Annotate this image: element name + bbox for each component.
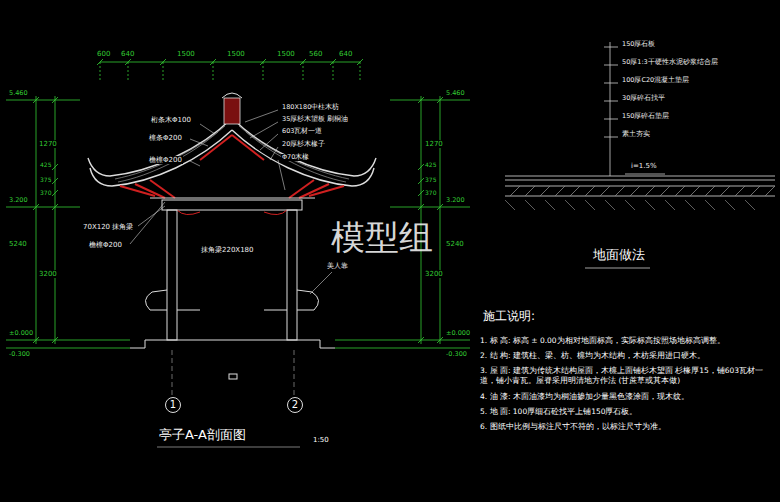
callout: 35厚杉木望板 刷桐油 bbox=[281, 116, 349, 123]
dimension: 375 bbox=[39, 177, 52, 184]
callout: 抹角梁220X180 bbox=[200, 246, 255, 254]
construction-note: 1. 标 高: 标高 ± 0.00为相对地面标高，实际标高按照场地标高调整。 bbox=[480, 336, 772, 346]
dimension: 375 bbox=[424, 177, 437, 184]
dimension: 640 bbox=[120, 50, 135, 58]
layer-label: 150厚石板 bbox=[621, 41, 656, 48]
elevation: ±0.000 bbox=[445, 330, 471, 337]
axis-number: 1 bbox=[170, 400, 176, 410]
construction-note: 4. 油 漆: 木面油漆均为桐油掺加少量黑色漆涂面，现木纹。 bbox=[480, 392, 772, 402]
elevation: ±0.000 bbox=[8, 330, 34, 337]
layer-label: 100厚C20混凝土垫层 bbox=[621, 77, 690, 84]
axis-number: 2 bbox=[292, 400, 298, 410]
callout: 180X180中柱木枋 bbox=[281, 104, 340, 111]
dimension: 1500 bbox=[176, 50, 196, 58]
construction-note: 3. 屋 面: 建筑为传统木结构屋面，木檩上面铺杉木望面 杉椽厚15，铺603瓦… bbox=[480, 366, 772, 386]
axis-marker: 2 bbox=[287, 397, 303, 413]
dimension: 425 bbox=[424, 162, 437, 169]
elevation: -0.300 bbox=[8, 351, 31, 358]
dimension: 600 bbox=[96, 50, 111, 58]
construction-note: 2. 结 构: 建筑柱、梁、枋、檩均为木结构，木枋采用进口硬木。 bbox=[480, 351, 772, 361]
construction-note: 5. 地 面: 100厚细石砼找平上铺150厚石板。 bbox=[480, 407, 772, 417]
construction-note: 6. 图纸中比例与标注尺寸不符的，以标注尺寸为准。 bbox=[480, 422, 772, 432]
elevation: 5.460 bbox=[445, 90, 466, 97]
dimension: 5240 bbox=[445, 240, 465, 248]
dimension: 1500 bbox=[226, 50, 246, 58]
dimension: 370 bbox=[424, 190, 437, 197]
layer-label: 30厚碎石找平 bbox=[621, 95, 666, 102]
elevation: 3.200 bbox=[8, 197, 29, 204]
callout: Φ70木椽 bbox=[281, 154, 310, 161]
dimension: 1500 bbox=[276, 50, 296, 58]
dimension: 1270 bbox=[424, 140, 444, 148]
elevation: 3.200 bbox=[445, 197, 466, 204]
watermark: 模型组 bbox=[330, 218, 434, 257]
axis-marker: 1 bbox=[165, 397, 181, 413]
dimension: 3200 bbox=[424, 270, 444, 278]
layer-label: 素土夯实 bbox=[621, 131, 651, 138]
dimension: 5240 bbox=[8, 240, 28, 248]
dimension: 370 bbox=[39, 190, 52, 197]
dimension: 425 bbox=[39, 162, 52, 169]
callout: 桁条木Φ100 bbox=[150, 116, 192, 124]
callout: 檐檩Φ200 bbox=[148, 156, 183, 164]
dimension: 640 bbox=[338, 50, 353, 58]
dimension: 560 bbox=[308, 50, 323, 58]
callout: 20厚杉木椽子 bbox=[281, 141, 326, 148]
notes-heading: 施工说明: bbox=[482, 310, 536, 324]
drawing-title: 亭子A-A剖面图 bbox=[158, 428, 247, 443]
callout: 603瓦材一道 bbox=[281, 128, 323, 135]
dimension: 1270 bbox=[38, 140, 58, 148]
dimension: 3200 bbox=[38, 270, 58, 278]
slope-label: i=1.5% bbox=[630, 162, 658, 170]
callout: 美人靠 bbox=[326, 262, 349, 270]
layer-label: 50厚1:3干硬性水泥砂浆结合层 bbox=[621, 59, 719, 66]
callout: 70X120 抹角梁 bbox=[82, 223, 134, 231]
elevation: -0.300 bbox=[445, 351, 468, 358]
layer-label: 150厚碎石垫层 bbox=[621, 113, 670, 120]
callout: 檐檩Φ200 bbox=[88, 241, 123, 249]
detail-title: 地面做法 bbox=[592, 248, 646, 263]
scale: 1:50 bbox=[312, 436, 330, 444]
notes-column: 1. 标 高: 标高 ± 0.00为相对地面标高，实际标高按照场地标高调整。 2.… bbox=[480, 336, 772, 432]
callout: 檩条Φ200 bbox=[148, 134, 183, 142]
elevation: 5.460 bbox=[8, 90, 29, 97]
